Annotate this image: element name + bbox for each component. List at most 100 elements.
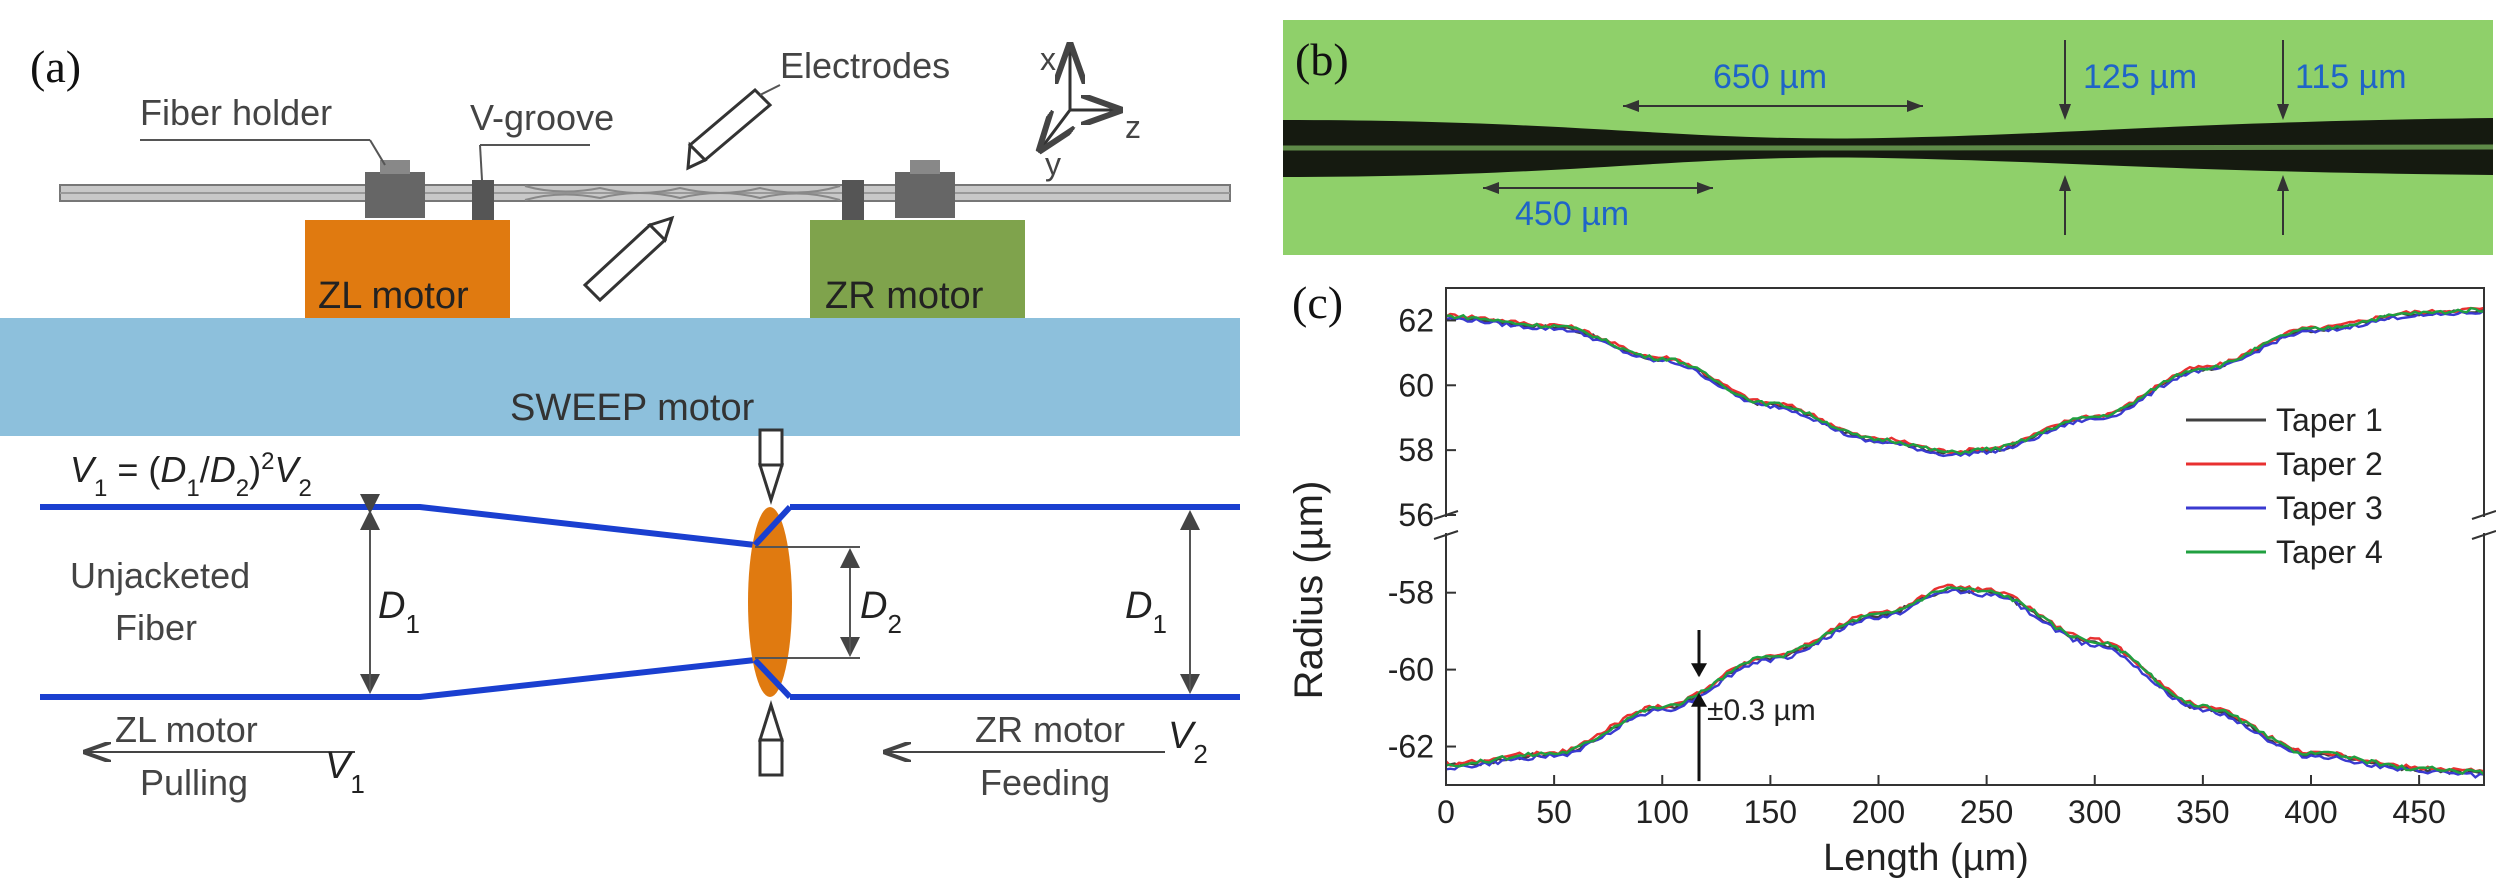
fiber-core-highlight: [1283, 144, 2493, 151]
zr-motor-label: ZR motor: [825, 275, 984, 317]
y-tick-label-upper: 58: [1398, 432, 1434, 468]
dim-115-arrow-top: [2277, 104, 2289, 120]
x-tick-label: 450: [2392, 794, 2445, 830]
dim-125-arrow-top: [2059, 104, 2071, 120]
lower-series-line: [1445, 585, 2485, 776]
fiber-holder-right-cap: [910, 160, 940, 174]
fiber-holder-right: [895, 172, 955, 218]
zr-motor-block: [810, 220, 1025, 320]
legend-label: Taper 1: [2276, 402, 2383, 438]
sweep-motor-label: SWEEP motor: [510, 387, 755, 429]
dim-650-label: 650 µm: [1713, 58, 1827, 96]
y-tick-label-upper: 60: [1398, 367, 1434, 403]
x-tick-label: 300: [2068, 794, 2121, 830]
zl-motor-bottom-label: ZL motor: [115, 709, 258, 750]
zr-motor-bottom-label: ZR motor: [975, 709, 1125, 750]
d1-right-label: D1: [1125, 585, 1167, 639]
v1-bottom-label: V1: [325, 745, 365, 799]
axis-x-label: x: [1040, 41, 1056, 77]
lower-series-line: [1445, 588, 2484, 779]
annotation-label: ±0.3 µm: [1707, 694, 1816, 727]
axis-z-label: z: [1125, 109, 1141, 145]
x-tick-label: 50: [1536, 794, 1572, 830]
x-axis-label: Length (µm): [1823, 837, 2029, 879]
electrodes-leader: [759, 84, 781, 96]
panel-label-a: (a): [30, 41, 82, 92]
v-groove-leader-tick: [479, 144, 483, 181]
fiber-taper-wavy: [524, 185, 841, 201]
axis-break-right-2: [2471, 530, 2496, 540]
plot-frame: [1445, 287, 2485, 786]
dim-650-arrow-right: [1907, 100, 1923, 112]
y-tick-label-upper: 56: [1398, 497, 1434, 533]
taper-schematic: [40, 504, 1240, 700]
dim-450-arrow-right: [1697, 182, 1713, 194]
arc-fiber-edge-bottom: [752, 657, 793, 700]
fiber-holder-left: [365, 172, 425, 218]
dim-450-arrow-left: [1483, 182, 1499, 194]
electrode-upper: [686, 87, 773, 171]
x-tick-label: 250: [1960, 794, 2013, 830]
x-tick-label: 200: [1852, 794, 1905, 830]
axis-break-left-2: [1433, 530, 1459, 540]
lower-series-line: [1445, 583, 2485, 773]
upper-plot: [1445, 306, 2485, 458]
fiber-holder-leader-tick: [369, 139, 386, 166]
dim-115-label: 115 µm: [2295, 58, 2407, 96]
arc-fiber-edge-top: [752, 504, 793, 548]
unjacketed-label-line1: Unjacketed: [70, 555, 250, 596]
x-tick-label: 100: [1636, 794, 1689, 830]
v-groove-label: V-groove: [470, 97, 614, 138]
bottom-electrode-top: [757, 428, 785, 506]
legend-label: Taper 2: [2276, 446, 2383, 482]
y-tick-label-lower: -62: [1388, 729, 1434, 765]
d2-label: D2: [860, 585, 902, 639]
axis-break-right-1: [2471, 510, 2496, 520]
annotation-arrowhead-up: [1691, 692, 1708, 707]
fiber-holder-label: Fiber holder: [140, 92, 332, 133]
electrode-lower: [582, 215, 675, 303]
axis-break-gap-left: [1444, 517, 1448, 533]
y-axis-label: Radius (µm): [1287, 481, 1331, 700]
lower-plot: [1445, 583, 2485, 779]
electrodes-label: Electrodes: [780, 45, 950, 86]
annotation-arrowhead-down: [1691, 663, 1708, 678]
feeding-label: Feeding: [980, 762, 1110, 803]
axis-y-label: y: [1045, 146, 1061, 182]
v-groove-right: [842, 180, 864, 220]
dim-650-arrow-left: [1623, 100, 1639, 112]
x-tick-label: 150: [1744, 794, 1797, 830]
lower-series-line: [1445, 586, 2485, 776]
legend-label: Taper 3: [2276, 490, 2383, 526]
y-tick-label-lower: -58: [1388, 575, 1434, 611]
axis-break-gap-right: [2482, 517, 2486, 533]
x-tick-label: 0: [1437, 794, 1455, 830]
fiber-pulling-diagram: ZL motor ZR motor Fiber holder V-groove …: [0, 41, 1240, 803]
v-groove-left: [472, 180, 494, 220]
v2-bottom-label: V2: [1168, 715, 1208, 769]
panel-label-b: (b): [1295, 34, 1349, 85]
y-tick-label-lower: -60: [1388, 652, 1434, 688]
sweep-motor-block: [0, 318, 1240, 436]
dim-125-label: 125 µm: [2083, 58, 2197, 96]
dim-125-arrow-bottom: [2059, 175, 2071, 191]
x-tick-label: 350: [2176, 794, 2229, 830]
unjacketed-label-line2: Fiber: [115, 607, 197, 648]
upper-series-line: [1445, 306, 2485, 456]
bottom-electrode-bottom: [757, 699, 785, 777]
panel-label-c: (c): [1292, 277, 1343, 328]
pulling-label: Pulling: [140, 762, 248, 803]
fiber-holder-left-cap: [380, 160, 410, 174]
dim-450-label: 450 µm: [1515, 195, 1629, 233]
y-tick-label-upper: 62: [1398, 302, 1434, 338]
zl-motor-label: ZL motor: [318, 275, 469, 317]
coordinate-axes: [1040, 45, 1120, 150]
d1-left-label: D1: [378, 585, 420, 639]
arc-discharge-zone: [748, 507, 792, 697]
dim-115-arrow-bottom: [2277, 175, 2289, 191]
zl-motor-block: [305, 220, 510, 320]
taper-micrograph: (b) 650 µm 450 µm 125 µm 115 µm: [1283, 20, 2493, 255]
